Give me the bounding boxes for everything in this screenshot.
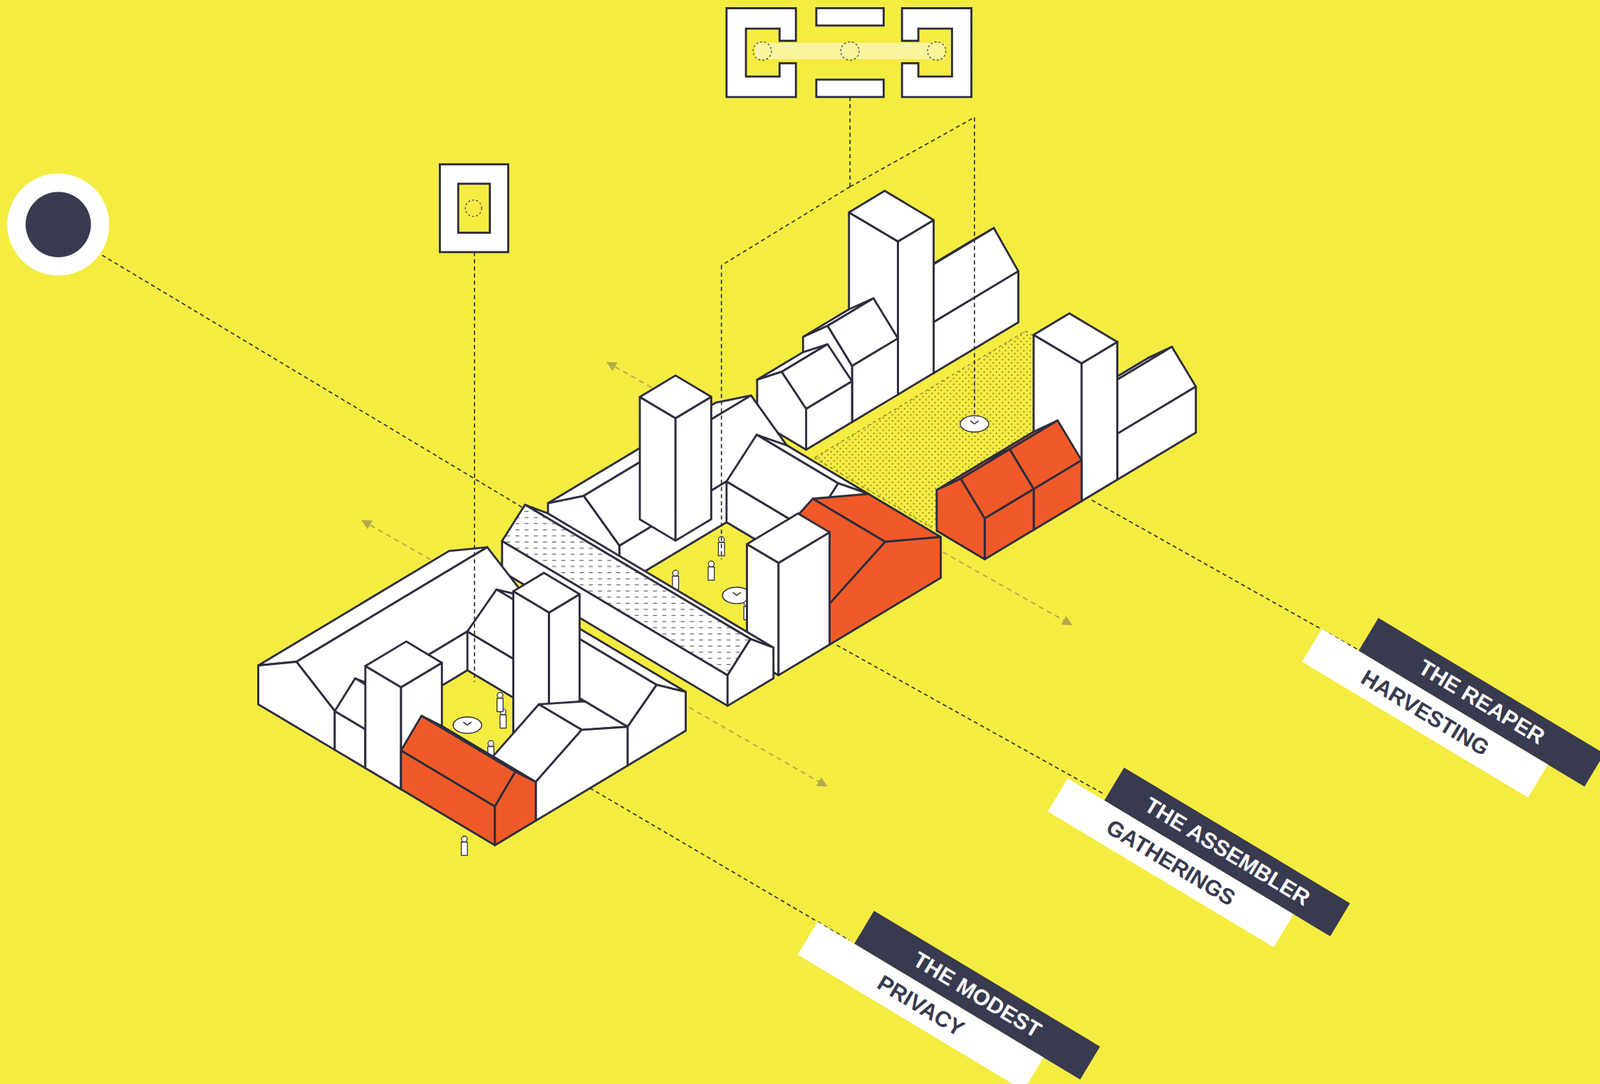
label-plaque: THE REAPERHARVESTING [1302,595,1600,820]
house-gable [495,771,536,845]
dashed-drop [720,265,723,559]
tower-top [849,190,934,242]
symbol-court [458,183,490,233]
person-figure [497,698,504,712]
symbol-circle [465,200,482,217]
tower-wall [675,396,711,541]
symbol-bar [816,79,885,97]
symbol-circle [927,42,947,61]
dashed-drop [721,186,850,266]
tower-top [639,375,711,419]
privacy-symbol [439,164,508,253]
dashed-drop [473,252,476,682]
house-wall [806,381,853,450]
house-wall [1117,386,1196,480]
symbol-circle [752,42,772,61]
tower-wall [897,220,934,395]
person-figure [497,692,503,699]
house-gable [258,661,335,751]
house-gable [936,478,985,560]
person-figure [500,714,507,729]
tower-wall [639,396,676,541]
house-gable [727,639,773,706]
sun-dot [25,191,92,258]
person-figure [461,842,469,856]
building-blocks [258,190,1197,855]
house-wall [1033,460,1082,531]
roof-slope [401,715,516,806]
label-plaque: THE MODESTPRIVACY [797,888,1100,1084]
gathering-symbol [726,7,972,97]
symbol-frame [901,7,971,97]
guide-lines [101,255,1358,940]
ground-marker [453,716,482,734]
house-wall [933,271,1019,374]
symbol-frame [726,7,796,97]
person-figure [461,835,468,842]
tower-top [513,572,580,613]
dashed-leader [589,787,850,940]
tower-top [1033,313,1118,364]
person-figure [487,740,494,746]
ground-marker [970,421,979,424]
symbol-bar [816,7,885,25]
tower-top [365,641,442,687]
dashed-leader [1092,500,1358,649]
house-gable [535,726,628,821]
ground-marker [463,721,471,725]
house-gable [829,536,942,644]
symbol-circle [840,42,860,61]
drop-lines [474,96,975,682]
symbol-frame [439,164,508,253]
tower-wall [1081,341,1118,501]
house-wall [852,338,898,422]
house-gable [627,684,687,766]
person-figure [708,560,714,567]
tower-top [747,512,830,563]
person-figure [672,569,679,576]
house-wall [984,488,1034,560]
ground-marker [732,591,741,595]
dashed-drop [849,96,851,187]
dashed-drop [973,117,976,419]
symbol-link [755,42,945,60]
dashed-leader [837,644,1105,794]
dashed-leader [101,255,531,513]
person-figure [708,567,715,581]
dashed-drop [849,117,975,187]
sun-ring [7,173,109,275]
label-plaque: THE ASSEMBLERGATHERINGS [1047,745,1350,969]
